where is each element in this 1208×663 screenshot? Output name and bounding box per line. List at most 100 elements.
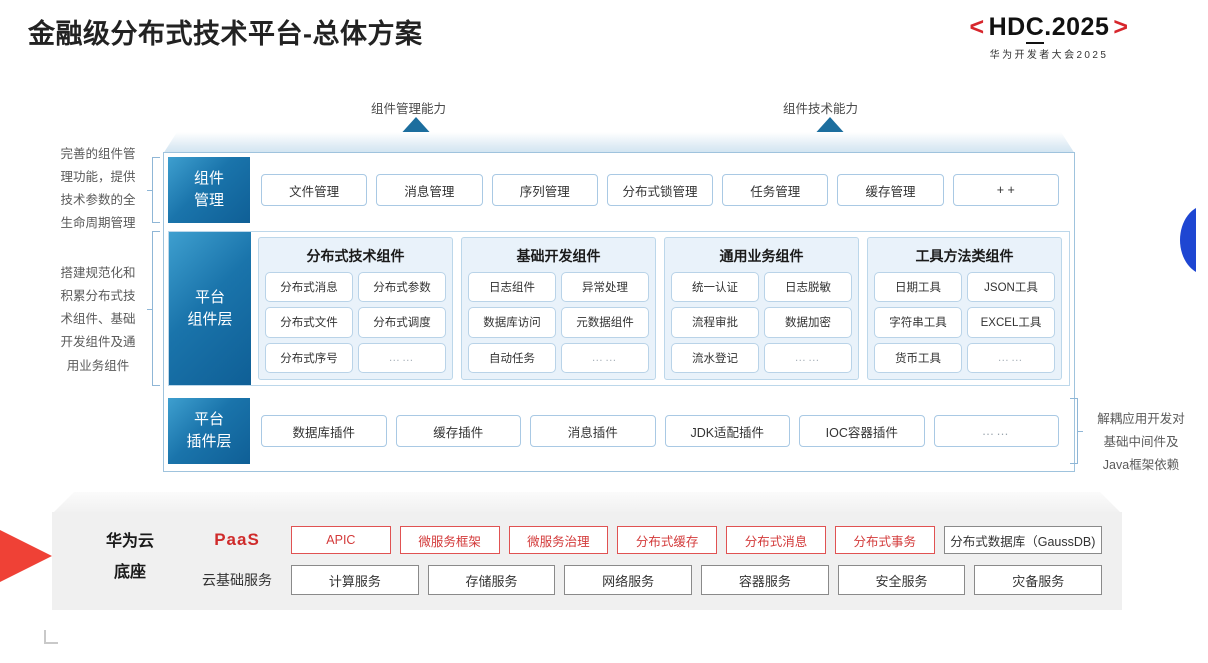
chip-distributed-file[interactable]: 分布式文件 bbox=[265, 307, 353, 338]
chip-excel-util[interactable]: EXCEL工具 bbox=[967, 307, 1055, 338]
side-note-line: 开发组件及通 bbox=[60, 335, 136, 350]
infra-chip-disaster-recovery[interactable]: 灾备服务 bbox=[974, 565, 1103, 595]
chip-currency-util[interactable]: 货币工具 bbox=[874, 342, 962, 373]
chip-data-encryption[interactable]: 数据加密 bbox=[764, 307, 852, 338]
paas-chip-distributed-message[interactable]: 分布式消息 bbox=[726, 526, 826, 554]
tile-sequence-management[interactable]: 序列管理 bbox=[491, 174, 598, 206]
infra-row: 云基础服务 计算服务 存储服务 网络服务 容器服务 安全服务 灾备服务 bbox=[192, 564, 1103, 596]
side-note-line: 术组件、基础 bbox=[60, 312, 136, 327]
group-title: 工具方法类组件 bbox=[915, 248, 1014, 264]
chip-more[interactable]: …… bbox=[764, 342, 852, 373]
chip-string-util[interactable]: 字符串工具 bbox=[874, 307, 962, 338]
layer-label-line: 平台 bbox=[194, 288, 225, 306]
chip-more[interactable]: …… bbox=[561, 342, 649, 373]
group-utility-components: 工具方法类组件 日期工具 JSON工具 字符串工具 EXCEL工具 货币工具 …… bbox=[867, 237, 1062, 380]
tile-message-management[interactable]: 消息管理 bbox=[376, 174, 483, 206]
chip-distributed-parameter[interactable]: 分布式参数 bbox=[358, 272, 446, 303]
tile-jdk-adapter-plugin[interactable]: JDK适配插件 bbox=[664, 415, 790, 447]
group-grid: 分布式消息 分布式参数 分布式文件 分布式调度 分布式序号 …… bbox=[265, 272, 446, 373]
tile-message-plugin[interactable]: 消息插件 bbox=[530, 415, 656, 447]
bracket-management bbox=[147, 157, 160, 223]
blue-lens-mask bbox=[1196, 200, 1208, 282]
paas-chip-distributed-transaction[interactable]: 分布式事务 bbox=[834, 526, 935, 554]
infra-chip-container[interactable]: 容器服务 bbox=[701, 565, 829, 595]
paas-chip-microservice-framework[interactable]: 微服务框架 bbox=[399, 526, 500, 554]
chip-json-util[interactable]: JSON工具 bbox=[967, 272, 1055, 303]
chip-log-masking[interactable]: 日志脱敏 bbox=[764, 272, 852, 303]
hdc-underlined-letter: C bbox=[1025, 13, 1045, 44]
group-grid: 日志组件 异常处理 数据库访问 元数据组件 自动任务 …… bbox=[468, 272, 649, 373]
paas-chip-microservice-governance[interactable]: 微服务治理 bbox=[508, 526, 609, 554]
group-grid: 日期工具 JSON工具 字符串工具 EXCEL工具 货币工具 …… bbox=[874, 272, 1055, 373]
chip-transaction-record[interactable]: 流水登记 bbox=[671, 342, 759, 373]
side-note-decoupling: 解耦应用开发对 基础中间件及 Java框架依赖 bbox=[1078, 408, 1204, 477]
bracket-plugin bbox=[1070, 398, 1083, 464]
angle-left-icon: < bbox=[969, 13, 985, 41]
chip-database-access[interactable]: 数据库访问 bbox=[468, 307, 556, 338]
chip-more[interactable]: …… bbox=[967, 342, 1055, 373]
chip-date-util[interactable]: 日期工具 bbox=[874, 272, 962, 303]
hdc-logo: <HDC.2025> 华为开发者大会2025 bbox=[904, 13, 1194, 62]
layer-label-line: 组件层 bbox=[187, 310, 233, 328]
base-brand-line: 底座 bbox=[113, 564, 146, 582]
group-title: 分布式技术组件 bbox=[306, 248, 405, 264]
side-note-line: 积累分布式技 bbox=[60, 289, 136, 304]
group-common-business-components: 通用业务组件 统一认证 日志脱敏 流程审批 数据加密 流水登记 …… bbox=[664, 237, 859, 380]
tile-add-more[interactable]: + + bbox=[952, 174, 1059, 206]
side-note-line: 理功能，提供 bbox=[60, 170, 136, 185]
group-distributed-tech-components: 分布式技术组件 分布式消息 分布式参数 分布式文件 分布式调度 分布式序号 …… bbox=[258, 237, 453, 380]
layer-label-line: 插件层 bbox=[186, 433, 232, 450]
arrow-left-label: 组件管理能力 bbox=[371, 102, 447, 116]
bracket-platform bbox=[147, 231, 160, 386]
tile-cache-management[interactable]: 缓存管理 bbox=[837, 174, 944, 206]
side-note-line: Java框架依赖 bbox=[1102, 458, 1180, 473]
tile-more[interactable]: …… bbox=[933, 415, 1059, 447]
chip-process-approval[interactable]: 流程审批 bbox=[671, 307, 759, 338]
bracket-nub bbox=[147, 308, 153, 310]
tile-distributed-lock-management[interactable]: 分布式锁管理 bbox=[606, 174, 714, 206]
chip-unified-auth[interactable]: 统一认证 bbox=[671, 272, 759, 303]
hdc-prefix: HD bbox=[988, 13, 1026, 41]
tile-database-plugin[interactable]: 数据库插件 bbox=[261, 415, 387, 447]
infra-chip-storage[interactable]: 存储服务 bbox=[427, 565, 556, 595]
page-title: 金融级分布式技术平台-总体方案 bbox=[28, 19, 423, 49]
arrow-right-label: 组件技术能力 bbox=[783, 102, 859, 116]
panel-top-bevel bbox=[163, 132, 1075, 154]
infra-chip-network[interactable]: 网络服务 bbox=[564, 565, 693, 595]
chip-exception-handling[interactable]: 异常处理 bbox=[561, 272, 649, 303]
group-title: 通用业务组件 bbox=[719, 248, 804, 264]
bracket-nub bbox=[147, 190, 153, 191]
layer-body-platform-components: 分布式技术组件 分布式消息 分布式参数 分布式文件 分布式调度 分布式序号 ……… bbox=[251, 232, 1069, 385]
paas-chip-distributed-cache[interactable]: 分布式缓存 bbox=[617, 526, 718, 554]
infra-chip-security[interactable]: 安全服务 bbox=[837, 565, 966, 595]
tile-cache-plugin[interactable]: 缓存插件 bbox=[395, 415, 521, 447]
chip-more[interactable]: …… bbox=[358, 342, 446, 373]
huawei-cloud-base-panel: 华为云 底座 PaaS APIC 微服务框架 微服务治理 分布式缓存 分布式消息… bbox=[52, 512, 1122, 610]
infra-label: 云基础服务 bbox=[202, 572, 272, 588]
chip-distributed-sequence[interactable]: 分布式序号 bbox=[265, 342, 353, 373]
paas-chip-distributed-database[interactable]: 分布式数据库（GaussDB) bbox=[943, 526, 1103, 554]
layer-label-platform-plugins: 平台 插件层 bbox=[168, 398, 250, 464]
layer-component-management: 组件 管理 文件管理 消息管理 序列管理 分布式锁管理 任务管理 缓存管理 + … bbox=[168, 157, 1070, 223]
red-wedge-decoration bbox=[0, 508, 52, 604]
base-brand-line: 华为云 bbox=[105, 533, 154, 550]
tile-ioc-container-plugin[interactable]: IOC容器插件 bbox=[799, 415, 925, 447]
side-note-line: 完善的组件管 bbox=[60, 147, 136, 161]
hdc-logo-subtitle: 华为开发者大会2025 bbox=[989, 50, 1109, 62]
tile-task-management[interactable]: 任务管理 bbox=[722, 174, 829, 206]
paas-label: PaaS bbox=[214, 530, 260, 549]
corner-tick-decoration bbox=[44, 630, 58, 644]
layer-platform-plugins: 平台 插件层 数据库插件 缓存插件 消息插件 JDK适配插件 IOC容器插件 …… bbox=[168, 398, 1070, 464]
side-note-line: 解耦应用开发对 bbox=[1097, 412, 1185, 426]
paas-chip-apic[interactable]: APIC bbox=[291, 526, 391, 554]
chip-distributed-message[interactable]: 分布式消息 bbox=[265, 272, 353, 303]
chip-log-component[interactable]: 日志组件 bbox=[468, 272, 556, 303]
chip-auto-task[interactable]: 自动任务 bbox=[468, 342, 556, 373]
bracket-nub bbox=[1077, 431, 1083, 432]
infra-chip-compute[interactable]: 计算服务 bbox=[291, 565, 419, 595]
chip-distributed-scheduling[interactable]: 分布式调度 bbox=[358, 307, 446, 338]
tile-file-management[interactable]: 文件管理 bbox=[261, 174, 368, 206]
side-note-line: 技术参数的全 bbox=[60, 193, 136, 208]
chip-metadata-component[interactable]: 元数据组件 bbox=[561, 307, 649, 338]
angle-right-icon: > bbox=[1113, 13, 1129, 41]
